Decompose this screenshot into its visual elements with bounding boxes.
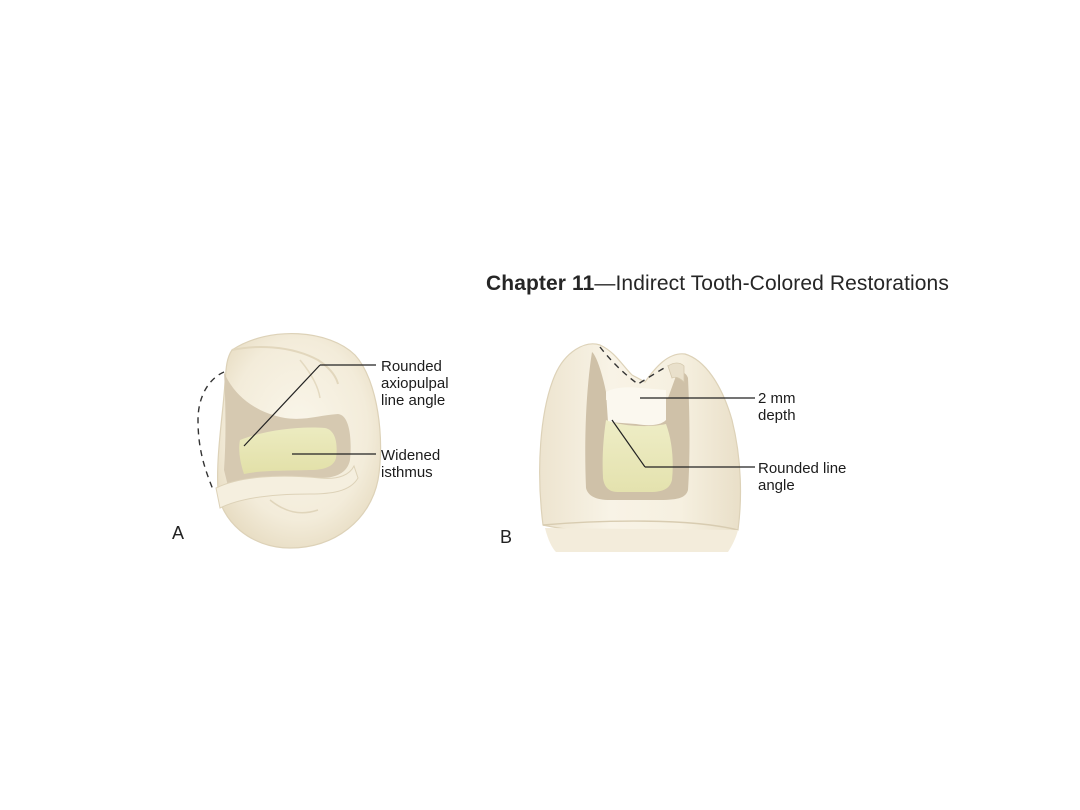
label-isthmus: Widened isthmus [381, 447, 441, 481]
leader-axiopulpal [243, 364, 321, 447]
chapter-number: Chapter 11 [486, 272, 595, 295]
tooth-b-removed-contour [599, 346, 669, 385]
tooth-b [539, 343, 742, 552]
tooth-a [197, 333, 382, 549]
label-rounded-line-angle: Rounded line angle [758, 460, 847, 494]
panel-letter-a: A [172, 523, 185, 543]
label-axiopulpal: Rounded axiopulpal line angle [381, 358, 449, 409]
panel-letter-b: B [500, 527, 513, 547]
tooth-a-pulpal-floor [239, 427, 337, 474]
chapter-title: —Indirect Tooth-Colored Restorations [594, 272, 949, 295]
tooth-a-original-contour [197, 371, 225, 493]
chapter-header: Chapter 11—Indirect Tooth-Colored Restor… [486, 272, 949, 296]
leader-line-angle [611, 419, 646, 468]
label-depth: 2 mm depth [758, 390, 796, 424]
